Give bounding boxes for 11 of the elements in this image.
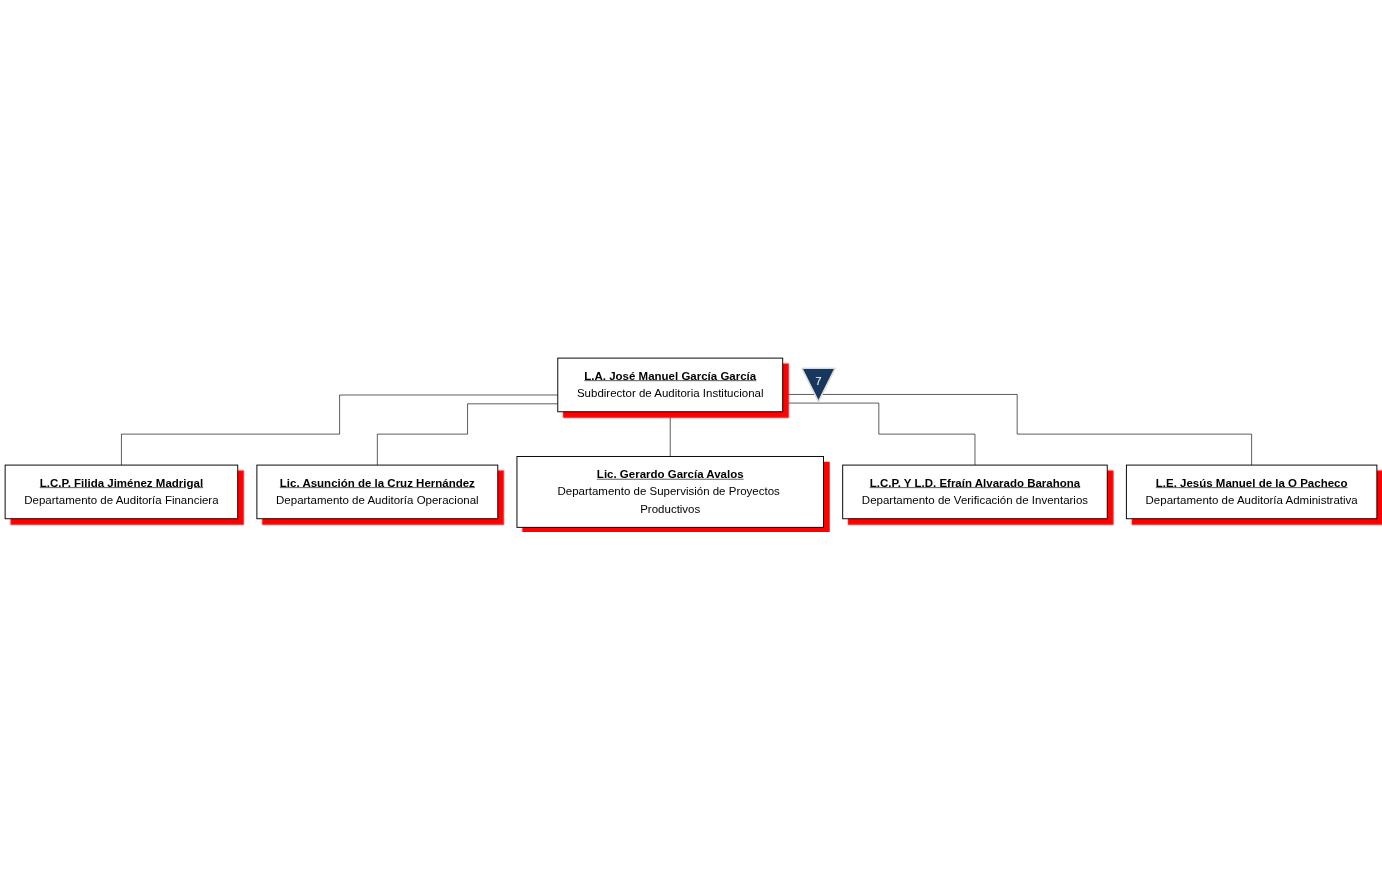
node-box: L.E. Jesús Manuel de la O Pacheco Departamento de Auditoría Administrativa — [1125, 464, 1378, 519]
connector — [669, 411, 671, 457]
connector — [377, 403, 559, 466]
node-box: L.C.P. Filida Jiménez Madrigal Departamento de Auditoría Financiera — [4, 464, 239, 519]
connector — [121, 394, 559, 466]
node-box: L.C.P. Y L.D. Efraín Alvarado Barahona Departamento de Verificación de Inventarios — [842, 464, 1108, 519]
node-box: L.A. José Manuel García García Subdirector de Auditoria Institucional — [557, 357, 784, 412]
node-box: Lic. Gerardo García Avalos Departamento de Supervisión de Proyectos Productivos — [516, 455, 824, 528]
connector — [782, 402, 976, 466]
connector — [782, 393, 1252, 466]
node-box: Lic. Asunción de la Cruz Hernández Departamento de Auditoría Operacional — [256, 464, 499, 519]
